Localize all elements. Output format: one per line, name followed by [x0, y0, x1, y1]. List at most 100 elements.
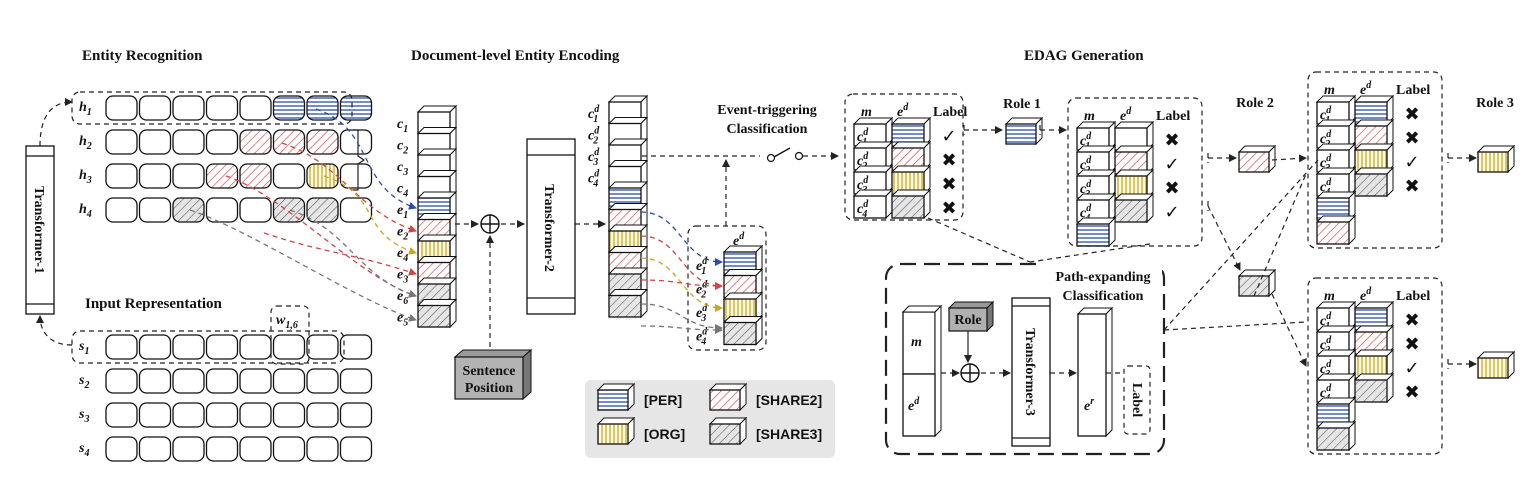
table-3-path-cell-2	[1315, 214, 1357, 246]
s2-token-4	[205, 368, 239, 394]
event-trigger-line1: Event-triggering	[717, 103, 817, 118]
s3-token-2	[138, 402, 172, 428]
table-4-ed-cell-1	[1353, 300, 1395, 332]
map-arrow-5	[189, 209, 417, 322]
transformer-3-block	[1011, 297, 1051, 447]
s4-token-5	[239, 436, 272, 462]
h4-token-5	[239, 197, 272, 223]
table-3-cd-cell-2	[1315, 118, 1357, 150]
pe-ed-cell	[902, 373, 936, 437]
arrow-s-to-t1	[36, 315, 73, 346]
h2-token-7	[306, 129, 339, 155]
legend-label-share3: [SHARE3]	[756, 426, 822, 442]
s1-token-4	[205, 334, 239, 360]
table-2-ed-cell-4	[1113, 192, 1155, 224]
edge-table2-role2-alt	[1207, 201, 1240, 270]
s2-label: s2	[78, 373, 89, 391]
table-1-header-ed: ed	[897, 102, 909, 120]
table-2-cd-cell-2	[1075, 144, 1117, 176]
table-4-cd-cell-4	[1315, 372, 1357, 404]
legend: [PER][SHARE2][ORG][SHARE3]	[585, 380, 835, 458]
ed-cell-4	[722, 315, 764, 346]
table-3-mark-3: ✓	[1404, 152, 1419, 173]
table-4-ed-cell-4	[1353, 372, 1395, 404]
h1-token-7	[306, 95, 339, 121]
h1-token-5	[239, 95, 272, 121]
table-4-cd-cell-2	[1315, 324, 1357, 356]
ed-cell-2	[722, 268, 764, 299]
edag-tables: medLabelcd1✓cd2✖cd3✖cd4✖medLabelcd1✖cd2✓…	[844, 71, 1443, 455]
h1-token-1	[105, 95, 138, 121]
s2-token-2	[138, 368, 172, 394]
h2-token-6	[272, 129, 306, 155]
table-4-mark-2: ✖	[1404, 334, 1419, 355]
h3-token-5	[239, 163, 272, 189]
transformer-1-label: Transformer-1	[31, 186, 46, 274]
ed-arrow-5	[640, 303, 723, 332]
table-4: medLabelcd1✖cd2✖cd3✓cd4✖	[1307, 277, 1443, 455]
s1-token-7	[306, 334, 339, 360]
map-arrow-6	[289, 209, 417, 298]
e-left-label-4: e3	[397, 268, 408, 286]
pe-er-label: er	[1084, 396, 1094, 414]
edge-table3-role3	[1447, 153, 1476, 163]
c4-label: c4	[397, 182, 408, 200]
c1-label: c1	[397, 117, 408, 135]
transformer-2-label: Transformer-2	[541, 184, 556, 272]
edge-role2alt-table4	[1271, 293, 1307, 367]
h2-token-5	[239, 129, 272, 155]
s3-token-1	[105, 402, 138, 428]
role-3-label: Role 3	[1476, 96, 1514, 111]
role-1-cube	[1004, 116, 1044, 146]
edag-edges	[963, 116, 1516, 380]
table-1-ed-cell-4	[890, 188, 932, 220]
pe-label-box	[1123, 365, 1151, 435]
s1-token-6	[272, 334, 306, 360]
table-1-mark-2: ✖	[941, 150, 956, 171]
title-entity-recognition: Entity Recognition	[82, 48, 203, 64]
right-col-cell-10	[607, 288, 649, 319]
h2-token-1	[105, 129, 138, 155]
table-4-mark-4: ✖	[1404, 382, 1419, 403]
pe-m-label: m	[911, 335, 922, 350]
table-1: medLabelcd1✓cd2✖cd3✖cd4✖	[844, 93, 967, 221]
table-3-mark-4: ✖	[1404, 176, 1419, 197]
h1-token-2	[138, 95, 172, 121]
h3-token-2	[138, 163, 172, 189]
s3-token-3	[172, 402, 205, 428]
table-2-mark-1: ✖	[1164, 130, 1179, 151]
ed-arrow-4	[640, 279, 723, 290]
pe-role-label: Role	[954, 313, 981, 328]
e-left-label-6: e5	[397, 311, 408, 329]
transformer-2-block: Transformer-2	[526, 138, 576, 315]
s1-token-2	[138, 334, 172, 360]
table-3-ed-cell-4	[1353, 166, 1395, 198]
h3-token-1	[105, 163, 138, 189]
table-2-ed-cell-1	[1113, 120, 1155, 152]
table-3-header-m: m	[1324, 83, 1335, 98]
s4-token-3	[172, 436, 205, 462]
table-4-path-cell-2	[1315, 420, 1357, 452]
add-operator	[480, 214, 500, 234]
table-4-ed-cell-3	[1353, 348, 1395, 380]
s4-token-8	[339, 436, 373, 462]
table-4-header-ed: ed	[1360, 286, 1372, 304]
link-pe-to-table4	[1163, 321, 1307, 331]
table-3-mark-1: ✖	[1404, 104, 1419, 125]
h4-token-3	[172, 197, 205, 223]
table-1-cd-cell-3	[852, 164, 894, 196]
table-2-mark-3: ✖	[1164, 178, 1179, 199]
table-2-cd-cell-1	[1075, 120, 1117, 152]
table-3-header-label: Label	[1396, 83, 1430, 98]
h2-token-2	[138, 129, 172, 155]
h2-label: h2	[79, 134, 92, 152]
